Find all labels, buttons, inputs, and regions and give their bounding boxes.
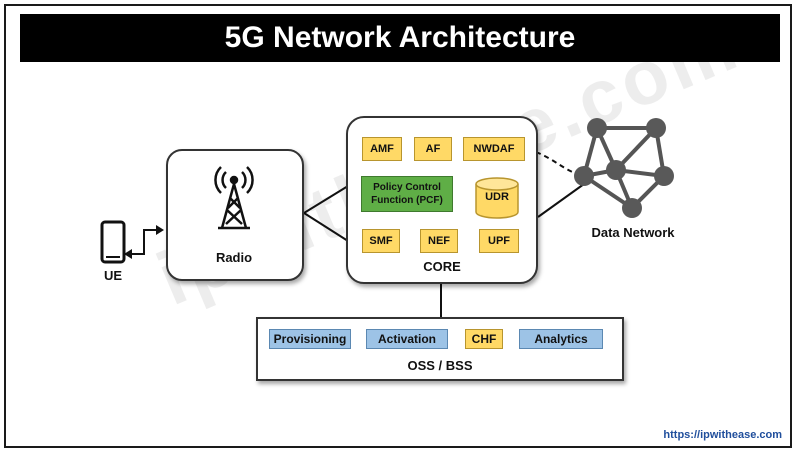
nef-function: NEF <box>420 229 458 253</box>
analytics-item: Analytics <box>519 329 603 349</box>
radio-core-link-bottom <box>303 212 349 242</box>
footer-url-link[interactable]: https://ipwithease.com <box>663 429 782 441</box>
smf-function: SMF <box>362 229 400 253</box>
af-function: AF <box>414 137 452 161</box>
ue-radio-arrow <box>130 229 158 255</box>
radio-core-link-top <box>303 185 349 214</box>
ue-label: UE <box>103 268 123 283</box>
core-datanetwork-link <box>537 183 585 218</box>
data-network-nodes <box>574 118 674 218</box>
arrowhead-right-icon <box>156 225 164 235</box>
provisioning-item: Provisioning <box>269 329 351 349</box>
chf-item: CHF <box>465 329 503 349</box>
oss-bss-label: OSS / BSS <box>407 358 473 373</box>
data-network-label: Data Network <box>591 225 675 240</box>
radio-label: Radio <box>215 250 253 265</box>
udr-function: UDR <box>485 191 509 203</box>
upf-function: UPF <box>479 229 519 253</box>
pcf-line1: Policy Control <box>373 182 441 193</box>
amf-function: AMF <box>362 137 402 161</box>
arrowhead-left-icon <box>124 249 132 259</box>
oss-bss-box <box>256 317 624 381</box>
page-title: 5G Network Architecture <box>20 14 780 62</box>
core-label: CORE <box>423 259 461 274</box>
nwdaf-function: NWDAF <box>463 137 525 161</box>
activation-item: Activation <box>366 329 448 349</box>
pcf-line2: Function (PCF) <box>371 195 443 206</box>
pcf-function: Policy Control Function (PCF) <box>361 176 453 212</box>
